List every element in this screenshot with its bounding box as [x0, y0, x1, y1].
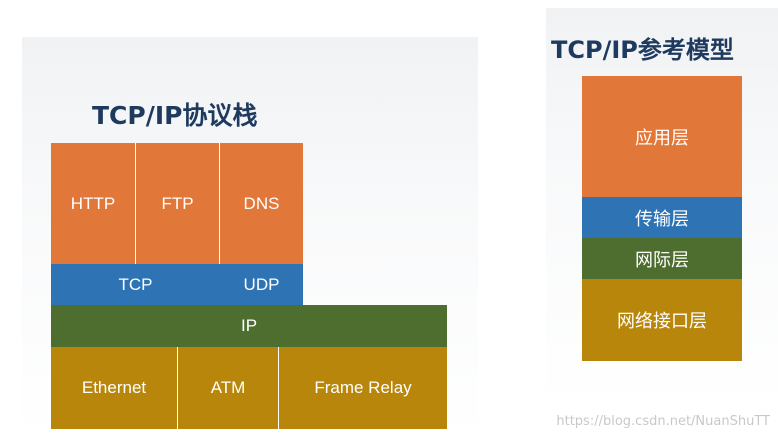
stack-cell-frame-relay: Frame Relay — [279, 347, 447, 429]
stack-cell-tcp: TCP — [51, 264, 220, 305]
model-layer-transport: 传输层 — [582, 197, 742, 238]
model-layer-application: 应用层 — [582, 76, 742, 197]
stack-cell-ethernet: Ethernet — [51, 347, 178, 429]
stack-cell-ip: IP — [51, 305, 447, 347]
stack-cell-udp: UDP — [220, 264, 303, 305]
reference-model-title: TCP/IP参考模型 — [551, 36, 734, 64]
model-layer-internet: 网际层 — [582, 238, 742, 279]
model-layer-network-interface: 网络接口层 — [582, 279, 742, 361]
stack-cell-ftp: FTP — [136, 143, 220, 264]
stack-cell-atm: ATM — [178, 347, 279, 429]
stack-cell-dns: DNS — [220, 143, 303, 264]
watermark-text: https://blog.csdn.net/NuanShuTT — [556, 414, 770, 429]
stack-cell-http: HTTP — [51, 143, 136, 264]
protocol-stack-title: TCP/IP协议栈 — [92, 101, 258, 130]
